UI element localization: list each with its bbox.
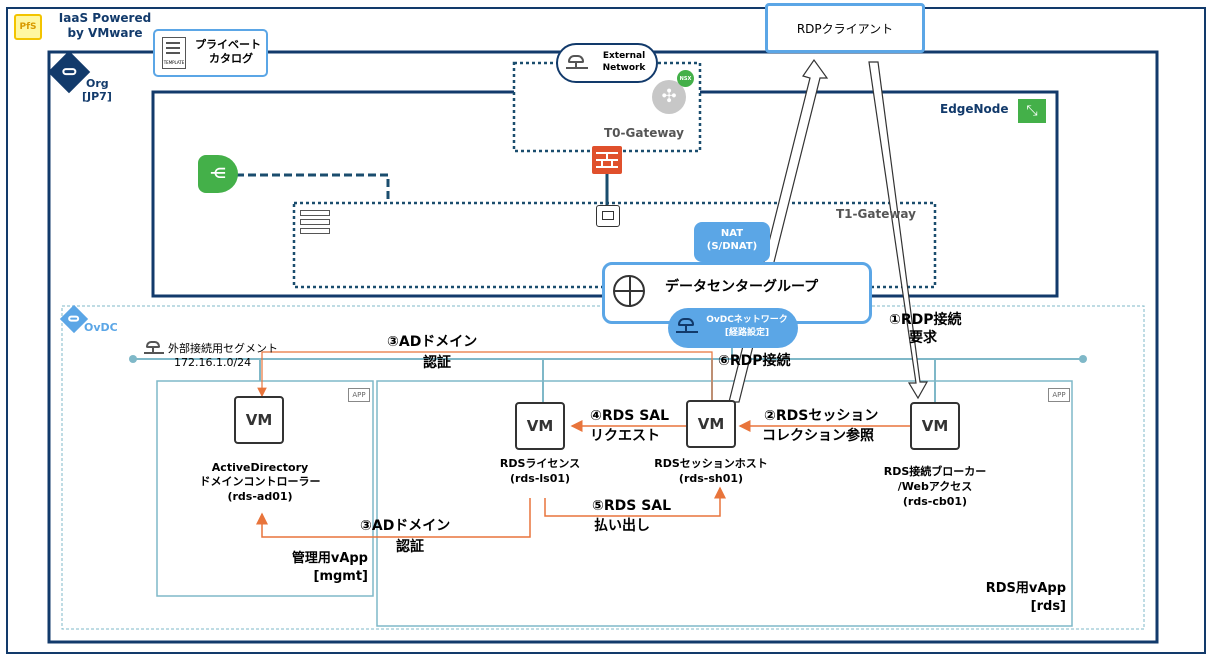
- org-line1: Org: [86, 77, 109, 90]
- ovdc-network-line2: [経路設定]: [724, 328, 770, 338]
- vapp-mgmt-box: [156, 380, 374, 597]
- brand-title-line2: by VMware: [67, 26, 143, 40]
- step6-line1: ⑥RDP接続: [718, 353, 791, 369]
- step5-line2: 払い出し: [594, 518, 650, 534]
- pfs-logo: PfS: [14, 14, 42, 40]
- t1-router-port-icon: [596, 205, 620, 227]
- vm-ad01-line1: ActiveDirectory: [211, 461, 309, 474]
- vapp-rds-line1: RDS用vApp: [985, 581, 1066, 596]
- step3b-line1: ③ADドメイン: [360, 518, 451, 534]
- nat-line2: (S/DNAT): [706, 241, 758, 252]
- brand-title-line1: IaaS Powered: [58, 11, 152, 25]
- rdp-client-label: RDPクライアント: [796, 21, 894, 36]
- dc-group-label: データセンターグループ: [665, 279, 819, 295]
- cloud-network-icon: [566, 55, 588, 69]
- step3a-line2: 認証: [423, 355, 451, 371]
- sal-issue-arrow: [544, 486, 726, 517]
- catalog-template-icon: TEMPLATE: [162, 37, 186, 69]
- step1-line2: 要求: [909, 330, 937, 346]
- step1-line1: ①RDP接続: [889, 312, 962, 328]
- step3a-line1: ③ADドメイン: [387, 334, 478, 350]
- segment-end-right: [1079, 355, 1087, 363]
- outer-frame: [6, 7, 1206, 654]
- nat-pill[interactable]: NAT (S/DNAT): [694, 222, 770, 262]
- step2-line2: コレクション参照: [762, 428, 874, 444]
- t0-gateway-label: T0-Gateway: [604, 126, 684, 140]
- external-segment-name: 外部接続用セグメント: [168, 342, 278, 355]
- vm-ls01-line2: (rds-ls01): [509, 472, 571, 485]
- ad-auth-arrow-bottom: [256, 498, 531, 538]
- step5-line1: ⑤RDS SAL: [592, 498, 672, 514]
- ovdc-network-icon: [676, 318, 698, 336]
- vm-sh01[interactable]: VM: [686, 400, 736, 448]
- vm-ls01[interactable]: VM: [515, 402, 565, 450]
- ovdc-label: OvDC: [84, 321, 118, 334]
- vm-ad01[interactable]: VM: [234, 396, 284, 444]
- catalog-line2: カタログ: [209, 52, 253, 65]
- vm-cb01[interactable]: VM: [910, 402, 960, 450]
- step4-line1: ④RDS SAL: [590, 408, 670, 424]
- nsx-badge-text: NSX: [679, 75, 692, 82]
- vm-ls01-line1: RDSライセンス: [499, 457, 581, 470]
- vm-sh01-line2: (rds-sh01): [678, 472, 744, 485]
- segment-end-left: [129, 355, 137, 363]
- step2-line1: ②RDSセッション: [764, 408, 879, 424]
- catalog-icon-text: TEMPLATE: [163, 60, 185, 65]
- ad-auth-arrow-top: [257, 351, 713, 400]
- external-segment-cidr: 172.16.1.0/24: [174, 356, 252, 369]
- pfs-logo-text: PfS: [19, 22, 37, 32]
- dhcp-link: [236, 173, 390, 203]
- edge-node-icon: ⤡: [1018, 99, 1046, 123]
- external-network-line2: Network: [602, 63, 646, 73]
- t1-segment-list-icon: [300, 208, 330, 236]
- ovdc-network-pill[interactable]: OvDCネットワーク [経路設定]: [668, 308, 798, 348]
- ovdc-network-line1: OvDCネットワーク: [706, 315, 788, 325]
- vapp-rds-badge: APP: [1048, 388, 1070, 402]
- vm-cb01-line3: (rds-cb01): [902, 495, 968, 508]
- catalog-line1: プライベート: [195, 38, 261, 51]
- edge-node-label: EdgeNode: [940, 102, 1009, 116]
- vapp-mgmt-badge: APP: [348, 388, 370, 402]
- segment-cloud-icon: [144, 341, 164, 355]
- external-network-line1: External: [602, 51, 646, 61]
- vm-sh01-line1: RDSセッションホスト: [654, 457, 768, 470]
- org-line2: [JP7]: [82, 90, 112, 103]
- vapp-mgmt-line1: 管理用vApp: [291, 551, 368, 566]
- firewall-icon: [592, 146, 622, 174]
- external-network-pill[interactable]: External Network: [556, 43, 658, 83]
- dc-group-globe-icon: [613, 275, 645, 307]
- vapp-mgmt-line2: [mgmt]: [313, 569, 369, 584]
- dhcp-service-icon: ⋲: [198, 155, 238, 193]
- vm-cb01-line1: RDS接続ブローカー: [883, 465, 987, 478]
- rdp-client-box[interactable]: RDPクライアント: [765, 3, 925, 53]
- step3b-line2: 認証: [396, 539, 424, 555]
- nat-line1: NAT: [720, 228, 744, 239]
- vm-ad01-line3: (rds-ad01): [227, 490, 293, 503]
- private-catalog-box[interactable]: TEMPLATE プライベート カタログ: [153, 29, 268, 77]
- step4-line2: リクエスト: [590, 428, 660, 444]
- vm-ad01-line2: ドメインコントローラー: [199, 475, 321, 488]
- vapp-rds-box: [376, 380, 1073, 627]
- vapp-rds-line2: [rds]: [1030, 599, 1066, 614]
- t1-gateway-label: T1-Gateway: [836, 207, 916, 221]
- vm-cb01-line2: /Webアクセス: [897, 480, 973, 493]
- nsx-badge-icon: NSX: [677, 70, 694, 87]
- rdp-request-arrow: [868, 61, 929, 400]
